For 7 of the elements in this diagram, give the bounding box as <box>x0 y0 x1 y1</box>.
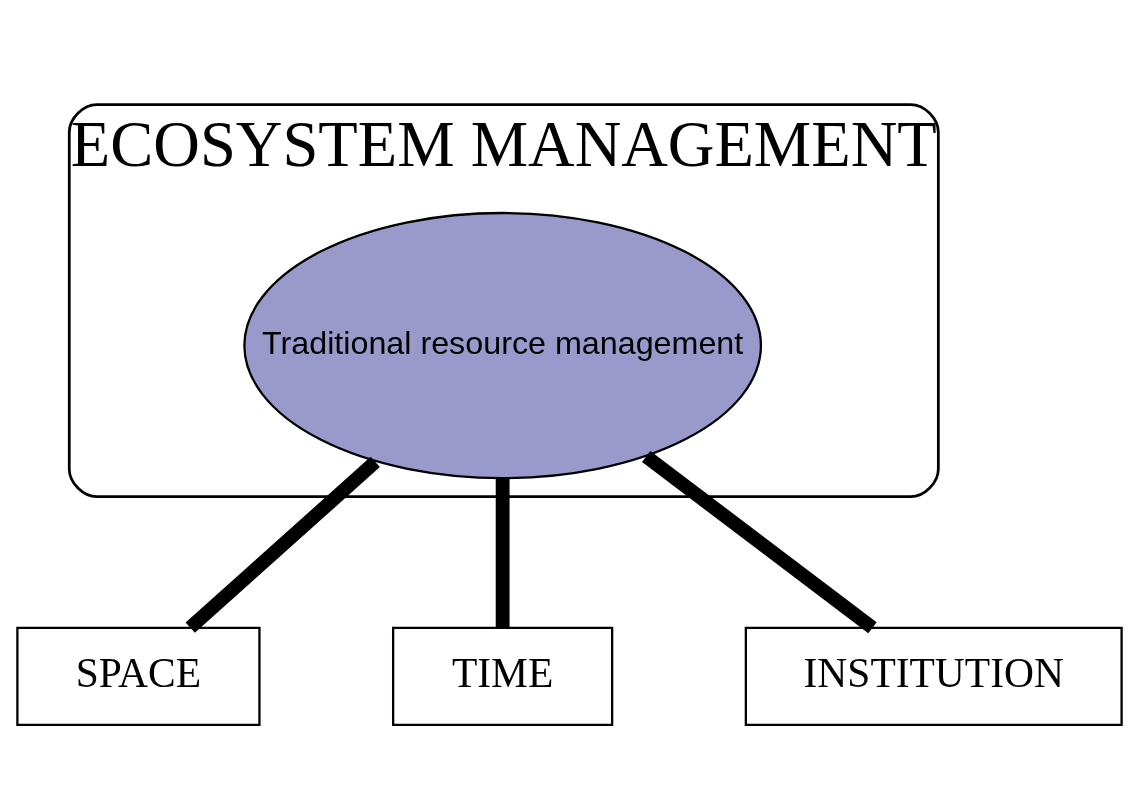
connector <box>185 456 380 633</box>
connector <box>642 450 877 634</box>
node-box: SPACE <box>16 626 261 726</box>
node-box: TIME <box>392 626 614 726</box>
node-box: INSTITUTION <box>744 626 1123 726</box>
connector <box>495 478 510 628</box>
node-ellipse: Traditional resource management <box>243 211 763 480</box>
